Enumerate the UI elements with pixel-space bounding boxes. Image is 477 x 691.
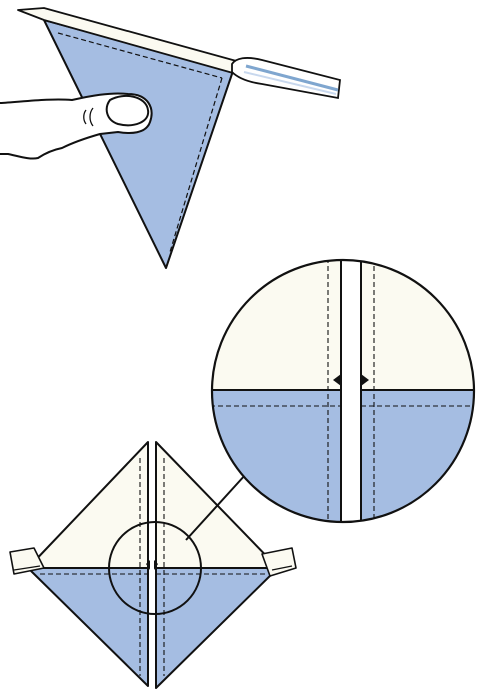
- step-pressing-flag: [0, 8, 340, 268]
- magnified-detail: [210, 258, 477, 528]
- left-flag: [10, 442, 148, 686]
- left-flag-blue: [28, 568, 148, 686]
- right-flag-blue: [156, 568, 278, 688]
- left-flag-cream: [28, 442, 148, 568]
- iron-tip-icon: [232, 58, 340, 98]
- step-joined-flags: [10, 258, 477, 688]
